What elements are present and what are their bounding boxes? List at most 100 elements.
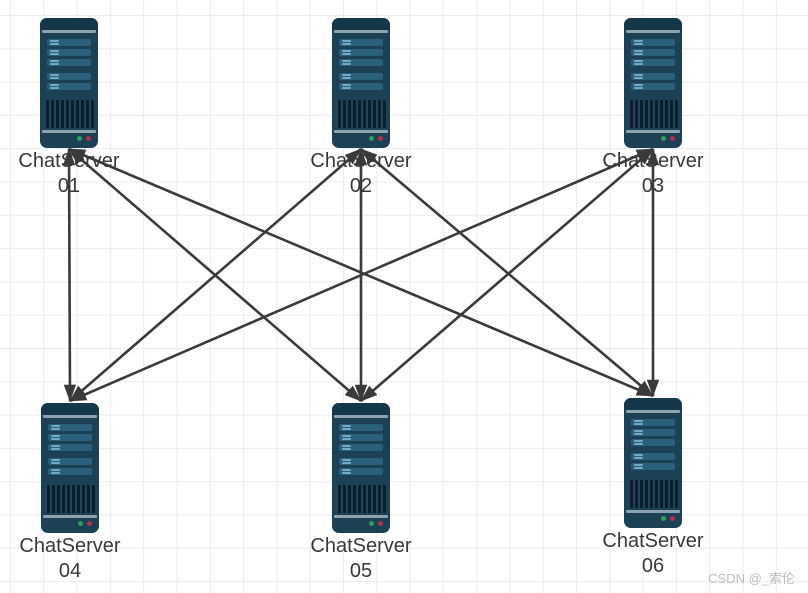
green-led-icon — [369, 136, 374, 141]
drive-bay — [631, 419, 675, 426]
server-node-01[interactable]: ChatServer 01 — [18, 18, 120, 197]
server-drive-bays — [631, 39, 675, 93]
server-label-number: 01 — [57, 175, 81, 197]
server-label: ChatServer 03 — [573, 149, 733, 199]
server-bottom-separator — [334, 130, 388, 133]
server-label-name: ChatServer — [18, 150, 120, 172]
server-vent-grille — [336, 100, 386, 128]
drive-bay — [47, 59, 91, 66]
drive-bay — [631, 439, 675, 446]
server-node-06[interactable]: ChatServer 06 — [602, 398, 704, 577]
drive-bay — [339, 39, 383, 46]
server-status-leds — [78, 521, 92, 526]
server-label: ChatServer 04 — [0, 534, 150, 584]
server-drive-bays — [631, 419, 675, 473]
green-led-icon — [77, 136, 82, 141]
green-led-icon — [661, 516, 666, 521]
server-drive-bays — [339, 39, 383, 93]
server-tower-icon — [332, 18, 390, 148]
server-top-separator — [334, 30, 388, 33]
server-label-name: ChatServer — [310, 150, 412, 172]
server-label: ChatServer 06 — [573, 529, 733, 579]
drive-bay — [48, 424, 92, 431]
server-top-cap — [624, 398, 682, 410]
server-bottom-separator — [43, 515, 97, 518]
server-top-cap — [332, 18, 390, 30]
server-label-name: ChatServer — [310, 535, 412, 557]
drive-bay — [48, 444, 92, 451]
server-top-separator — [43, 415, 97, 418]
drive-bay — [631, 83, 675, 90]
drive-bay — [339, 444, 383, 451]
server-drive-bays — [339, 424, 383, 478]
red-led-icon — [670, 516, 675, 521]
server-top-separator — [334, 415, 388, 418]
drive-bay — [339, 434, 383, 441]
green-led-icon — [661, 136, 666, 141]
drive-bay — [631, 453, 675, 460]
server-top-cap — [40, 18, 98, 30]
server-label-number: 03 — [641, 175, 665, 197]
server-tower-icon — [332, 403, 390, 533]
server-bottom-separator — [626, 130, 680, 133]
drive-bay — [47, 83, 91, 90]
red-led-icon — [378, 521, 383, 526]
server-top-cap — [332, 403, 390, 415]
server-bottom-separator — [334, 515, 388, 518]
server-status-leds — [77, 136, 91, 141]
server-label: ChatServer 02 — [281, 149, 441, 199]
server-label-number: 02 — [349, 175, 373, 197]
server-node-05[interactable]: ChatServer 05 — [310, 403, 412, 582]
drive-bay — [48, 458, 92, 465]
server-node-03[interactable]: ChatServer 03 — [602, 18, 704, 197]
drive-bay — [631, 49, 675, 56]
server-vent-grille — [45, 485, 95, 513]
drive-bay — [339, 468, 383, 475]
server-tower-icon — [41, 403, 99, 533]
server-label: ChatServer 05 — [281, 534, 441, 584]
server-vent-grille — [336, 485, 386, 513]
red-led-icon — [87, 521, 92, 526]
server-status-leds — [661, 516, 675, 521]
drive-bay — [47, 73, 91, 80]
server-node-02[interactable]: ChatServer 02 — [310, 18, 412, 197]
drive-bay — [631, 59, 675, 66]
drive-bay — [339, 458, 383, 465]
drive-bay — [339, 424, 383, 431]
drive-bay — [631, 73, 675, 80]
green-led-icon — [78, 521, 83, 526]
server-tower-icon — [624, 398, 682, 528]
server-drive-bays — [48, 424, 92, 478]
server-tower-icon — [624, 18, 682, 148]
green-led-icon — [369, 521, 374, 526]
server-node-04[interactable]: ChatServer 04 — [19, 403, 121, 582]
drive-bay — [47, 49, 91, 56]
red-led-icon — [670, 136, 675, 141]
server-drive-bays — [47, 39, 91, 93]
red-led-icon — [86, 136, 91, 141]
drive-bay — [631, 39, 675, 46]
server-vent-grille — [628, 480, 678, 508]
drive-bay — [631, 429, 675, 436]
drive-bay — [339, 59, 383, 66]
server-bottom-separator — [626, 510, 680, 513]
server-tower-icon — [40, 18, 98, 148]
drive-bay — [631, 463, 675, 470]
server-status-leds — [369, 136, 383, 141]
server-vent-grille — [44, 100, 94, 128]
server-top-cap — [41, 403, 99, 415]
server-top-separator — [42, 30, 96, 33]
server-status-leds — [661, 136, 675, 141]
server-vent-grille — [628, 100, 678, 128]
server-label-name: ChatServer — [602, 150, 704, 172]
server-bottom-separator — [42, 130, 96, 133]
server-label-number: 05 — [349, 560, 373, 582]
drive-bay — [48, 434, 92, 441]
server-label-number: 06 — [641, 555, 665, 577]
server-label-number: 04 — [58, 560, 82, 582]
drive-bay — [47, 39, 91, 46]
server-label: ChatServer 01 — [0, 149, 149, 199]
server-top-separator — [626, 30, 680, 33]
